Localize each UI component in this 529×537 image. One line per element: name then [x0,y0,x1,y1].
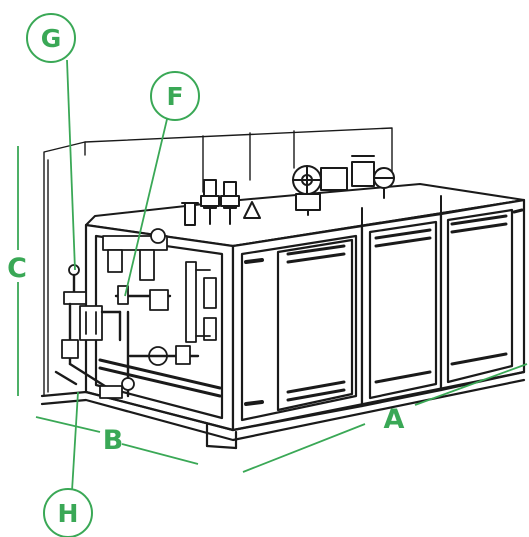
side-module-1 [231,224,364,432]
callout-h-label: H [58,499,79,528]
callout-h-circle [43,488,93,537]
dimension-a-line-left [242,423,366,473]
base-skid [40,370,526,450]
dimension-c-label: C [7,253,27,284]
dimension-a-label: A [384,404,405,435]
dimension-a-line-right [414,363,528,406]
callout-g-label: G [41,24,62,53]
callout-g-circle [26,13,76,63]
front-piping [102,228,217,398]
callout-leaders [66,59,169,492]
callout-h-leader [71,391,79,492]
back-panel [43,127,393,396]
side-module-3 [439,198,526,392]
boiler-package-drawing [40,127,526,450]
side-module-2 [360,212,443,408]
dimension-b-label: B [103,425,124,456]
callout-g-leader [66,59,76,271]
callout-g: G [26,13,76,63]
callout-f-circle [150,71,200,121]
callout-f: F [150,71,200,121]
dimension-b-line-left [35,416,101,433]
dimension-lines [17,146,528,473]
callout-f-leader [124,114,169,297]
callout-f-label: F [166,82,183,111]
callout-h: H [43,488,93,537]
dimension-b-line-right [121,443,199,465]
left-pump-assembly [54,264,123,399]
top-valves [181,155,395,226]
